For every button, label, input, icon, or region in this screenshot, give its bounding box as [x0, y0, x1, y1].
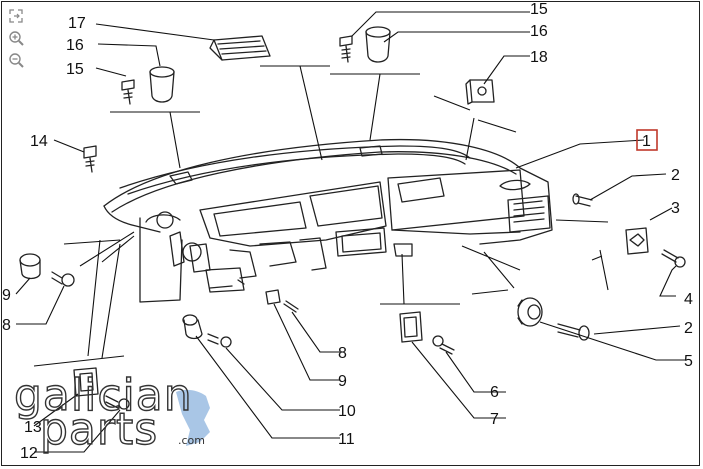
callout-8-center[interactable]: 8	[338, 345, 347, 362]
zoom-out-icon	[9, 53, 24, 68]
part-2-screw-upper[interactable]	[572, 193, 593, 207]
watermark-line1: galician	[14, 370, 193, 421]
callout-10[interactable]: 10	[338, 403, 356, 420]
callout-3[interactable]: 3	[671, 200, 680, 217]
callout-16-top[interactable]: 16	[530, 23, 548, 40]
callout-17[interactable]: 17	[68, 15, 86, 32]
watermark-suffix: .com	[178, 434, 205, 447]
part-6-screw[interactable]	[432, 335, 455, 355]
callout-11[interactable]: 11	[338, 431, 355, 448]
part-18-bracket[interactable]	[465, 79, 495, 105]
part-2-screw-lower[interactable]	[557, 323, 590, 341]
part-4-screw[interactable]	[661, 249, 686, 268]
part-12-screw[interactable]	[105, 395, 130, 410]
part-5-grommet[interactable]	[517, 297, 543, 327]
part-15-screw-center[interactable]	[339, 35, 353, 63]
part-9-plug[interactable]	[19, 253, 41, 280]
part-13-clip[interactable]	[73, 367, 99, 397]
callout-labels: 1 2 3 4 2 5 6 7 8 9 10 11 9 8 13 12 14 1…	[2, 1, 693, 462]
callout-13[interactable]: 13	[24, 419, 42, 436]
callout-5[interactable]: 5	[684, 353, 693, 370]
part-3-clip[interactable]	[625, 227, 649, 255]
callout-2-lower[interactable]: 2	[684, 320, 693, 337]
callout-1-highlight-box	[636, 129, 658, 151]
fullscreen-icon	[9, 9, 23, 23]
zoom-in-button[interactable]	[6, 28, 26, 48]
part-7-clip[interactable]	[399, 311, 423, 343]
callout-9-left[interactable]: 9	[2, 287, 11, 304]
callout-1[interactable]: 1	[642, 133, 651, 150]
part-16-clip-left[interactable]	[149, 66, 175, 103]
part-8-screw[interactable]	[283, 300, 299, 313]
leader-lines	[15, 11, 686, 453]
watermark-line2: parts	[40, 404, 158, 455]
watermark-logo: galician parts .com	[13, 369, 210, 456]
callout-6[interactable]: 6	[490, 384, 499, 401]
callout-7[interactable]: 7	[490, 411, 499, 428]
callout-15-left[interactable]: 15	[66, 61, 84, 78]
part-9-nut[interactable]	[265, 289, 281, 305]
callout-12[interactable]: 12	[20, 445, 38, 462]
callout-14[interactable]: 14	[30, 133, 48, 150]
callout-4[interactable]: 4	[684, 291, 693, 308]
part-11-bulb[interactable]	[182, 314, 203, 340]
part-10-screw[interactable]	[207, 333, 232, 348]
fullscreen-button[interactable]	[6, 6, 26, 26]
dashboard-body[interactable]	[103, 138, 553, 303]
zoom-out-button[interactable]	[6, 50, 26, 70]
part-16-clip-center[interactable]	[365, 26, 391, 63]
part-8-screw-left[interactable]	[51, 271, 75, 287]
callout-16-left[interactable]: 16	[66, 37, 84, 54]
viewer-toolbar	[6, 6, 28, 70]
callout-9-center[interactable]: 9	[338, 373, 347, 390]
part-15-screw-left[interactable]	[121, 79, 135, 105]
callout-15-top[interactable]: 15	[530, 1, 548, 18]
callout-18[interactable]: 18	[530, 49, 548, 66]
part-14-screw[interactable]	[83, 145, 97, 173]
zoom-in-icon	[9, 31, 24, 46]
callout-8-left[interactable]: 8	[2, 317, 11, 334]
part-17-vent[interactable]	[209, 35, 271, 61]
callout-2-upper[interactable]: 2	[671, 167, 680, 184]
watermark-map-shape	[176, 389, 210, 446]
